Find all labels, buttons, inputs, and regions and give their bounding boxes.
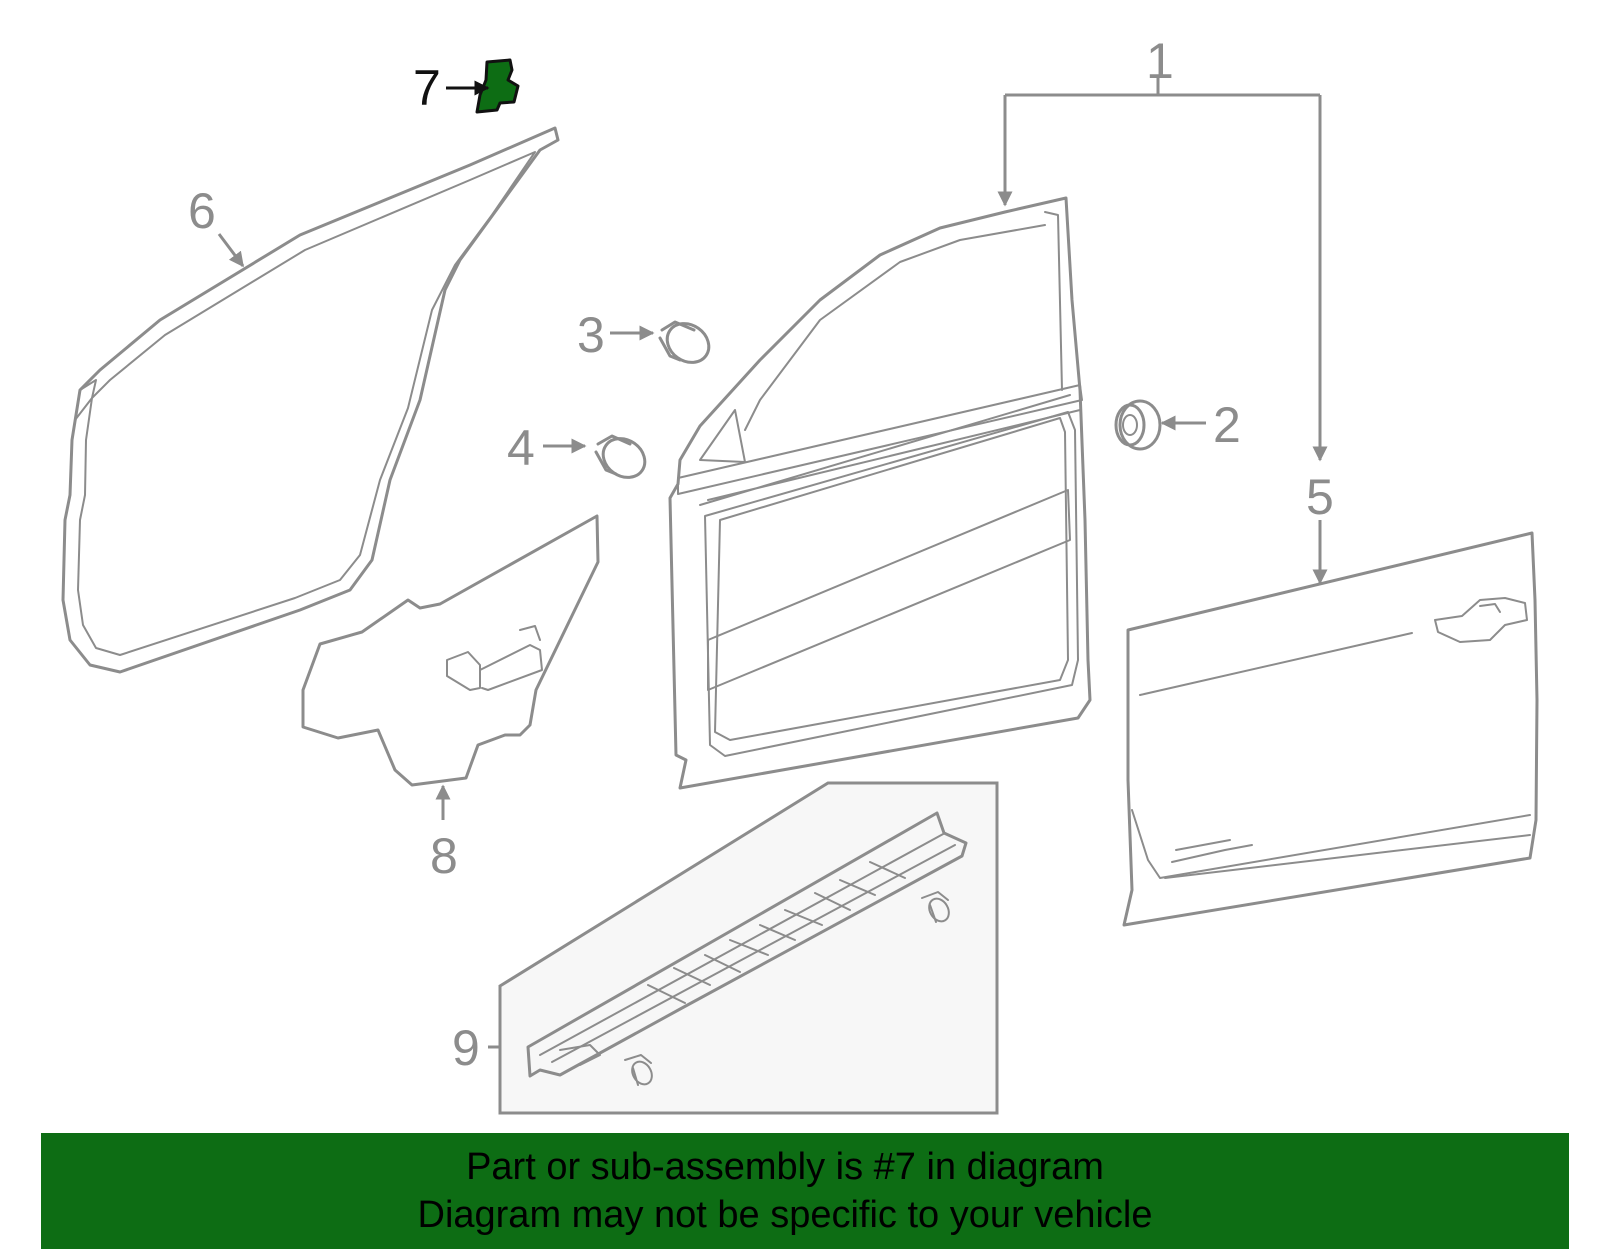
bulb-part-3	[658, 320, 711, 364]
leader-lines	[217, 78, 1320, 1049]
callout-8: 8	[430, 828, 458, 884]
part-7-highlighted[interactable]	[475, 58, 520, 114]
callout-2: 2	[1213, 397, 1241, 453]
banner-line-2: Diagram may not be specific to your vehi…	[417, 1194, 1153, 1236]
callout-7[interactable]: 7	[413, 60, 441, 116]
callout-9: 9	[452, 1020, 480, 1076]
banner-line-1: Part or sub-assembly is #7 in diagram	[466, 1146, 1104, 1188]
callout-5: 5	[1306, 469, 1334, 525]
info-banner: Part or sub-assembly is #7 in diagram Di…	[41, 1133, 1569, 1249]
clip-upper	[921, 891, 950, 923]
callout-3: 3	[577, 307, 605, 363]
door-shell-part-1	[668, 196, 1092, 790]
grommet-part-2	[1114, 399, 1162, 451]
regulator-part-8	[301, 514, 600, 787]
clip-lower	[624, 1054, 653, 1086]
weatherstrip-part-6	[61, 126, 560, 674]
outer-panel-part-5	[1122, 531, 1539, 927]
bulb-part-4	[594, 434, 647, 479]
callout-1: 1	[1146, 33, 1174, 89]
inset-part-9	[498, 781, 999, 1115]
callout-4: 4	[507, 420, 535, 476]
callout-6: 6	[188, 183, 216, 239]
